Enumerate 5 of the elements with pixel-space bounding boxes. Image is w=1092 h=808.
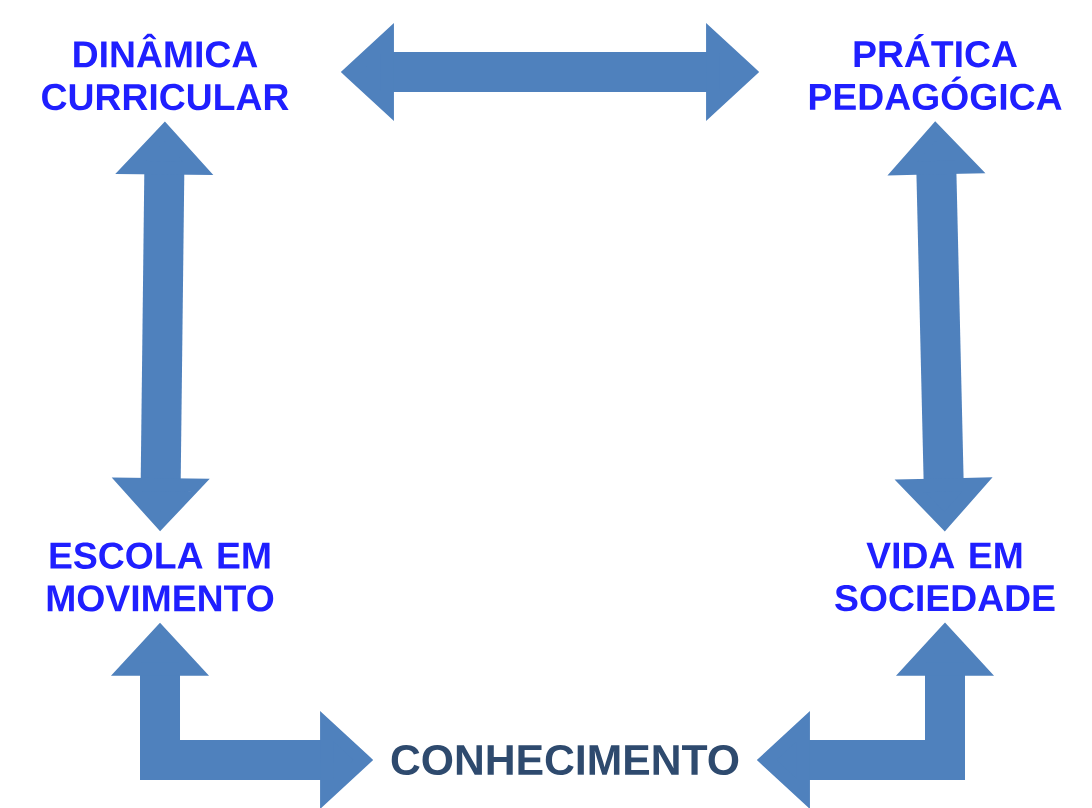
node-label: PRÁTICA PEDAGÓGICA [809, 33, 1062, 111]
node-label: ESCOLA EM MOVIMENTO [47, 542, 274, 612]
node-label: DINÂMICA CURRICULAR [42, 33, 289, 111]
node-label: CONHECIMENTO [391, 744, 739, 776]
node-label: VIDA EM SOCIEDADE [835, 542, 1055, 612]
